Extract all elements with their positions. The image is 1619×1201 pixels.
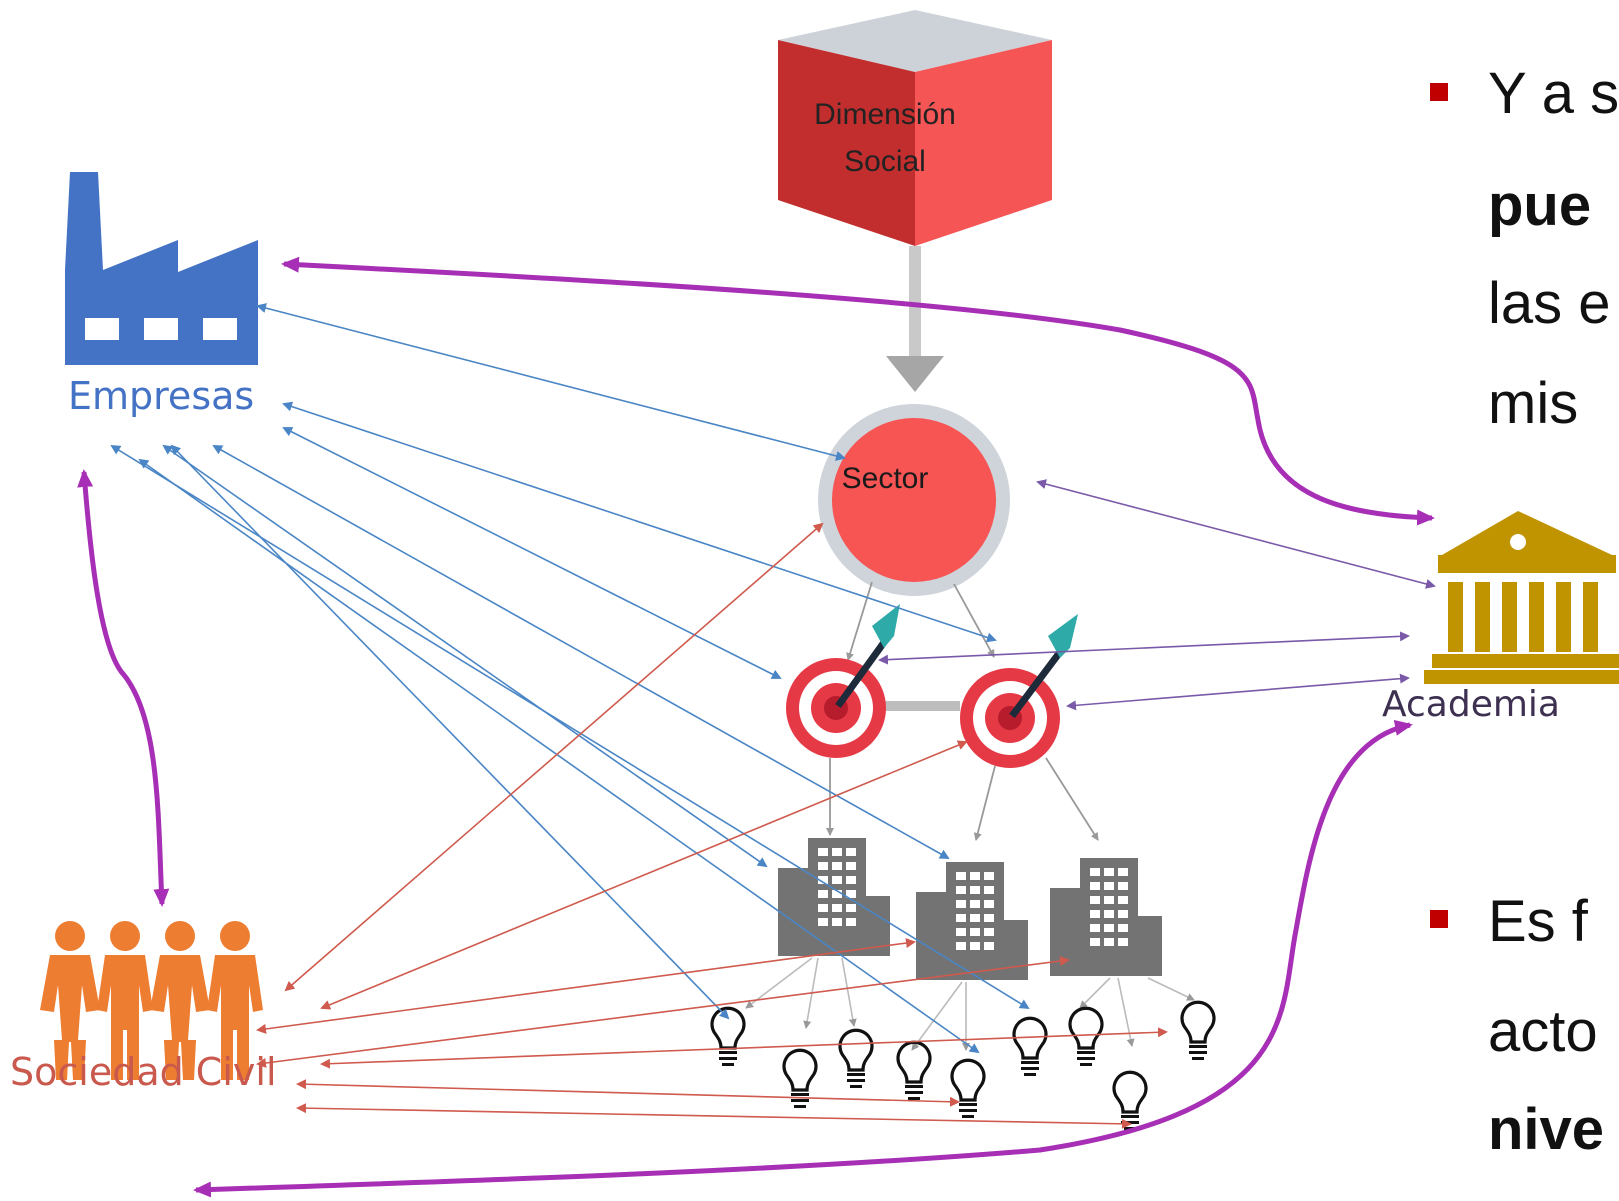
lightbulb-icon xyxy=(838,1028,874,1088)
lightbulb-icon xyxy=(896,1040,932,1100)
cube-to-sector-arrow xyxy=(886,246,944,392)
bullet-marker xyxy=(1430,910,1448,928)
sector-node[interactable] xyxy=(818,404,1010,596)
sector-label: Sector xyxy=(841,462,929,495)
lightbulb-icon xyxy=(950,1058,986,1118)
dimension-label-line1: Dimensión xyxy=(814,98,956,131)
bullet2-line2: acto xyxy=(1488,999,1598,1064)
person-icon xyxy=(40,921,100,1080)
target-link xyxy=(885,701,960,711)
target-icon xyxy=(960,614,1078,768)
bullet1-line3: las e xyxy=(1488,271,1611,336)
bullet1-line1: Y a s xyxy=(1488,61,1619,126)
institution-icon[interactable] xyxy=(1424,511,1619,684)
lightbulb-icon xyxy=(1112,1070,1148,1130)
lightbulb-icon xyxy=(782,1048,818,1108)
sociedad-civil-label: Sociedad Civil xyxy=(10,1050,277,1094)
sociedad-links xyxy=(256,522,1168,1129)
empresas-label: Empresas xyxy=(68,374,255,418)
building-icon xyxy=(916,862,1028,980)
dimension-label-line2: Social xyxy=(844,145,926,178)
cube-icon xyxy=(778,10,1052,246)
lightbulb-icon xyxy=(1012,1016,1048,1076)
bullet2-line1: Es f xyxy=(1488,889,1588,954)
building-icon xyxy=(778,838,890,956)
lightbulb-icon xyxy=(1068,1006,1104,1066)
academia-label: Academia xyxy=(1382,684,1560,725)
bullet-marker xyxy=(1430,83,1448,101)
bullet1-line2: pue xyxy=(1488,173,1592,238)
target-icon xyxy=(786,604,900,758)
factory-icon[interactable] xyxy=(65,172,258,365)
bullet2-line3: nive xyxy=(1488,1097,1605,1162)
building-icon xyxy=(1050,858,1162,976)
target-building-connectors xyxy=(826,757,1099,841)
main-actor-links xyxy=(77,256,1435,1198)
lightbulb-icon xyxy=(1180,1000,1216,1060)
bullet1-line4: mis xyxy=(1488,371,1579,436)
lightbulb-icons xyxy=(710,1000,1216,1130)
